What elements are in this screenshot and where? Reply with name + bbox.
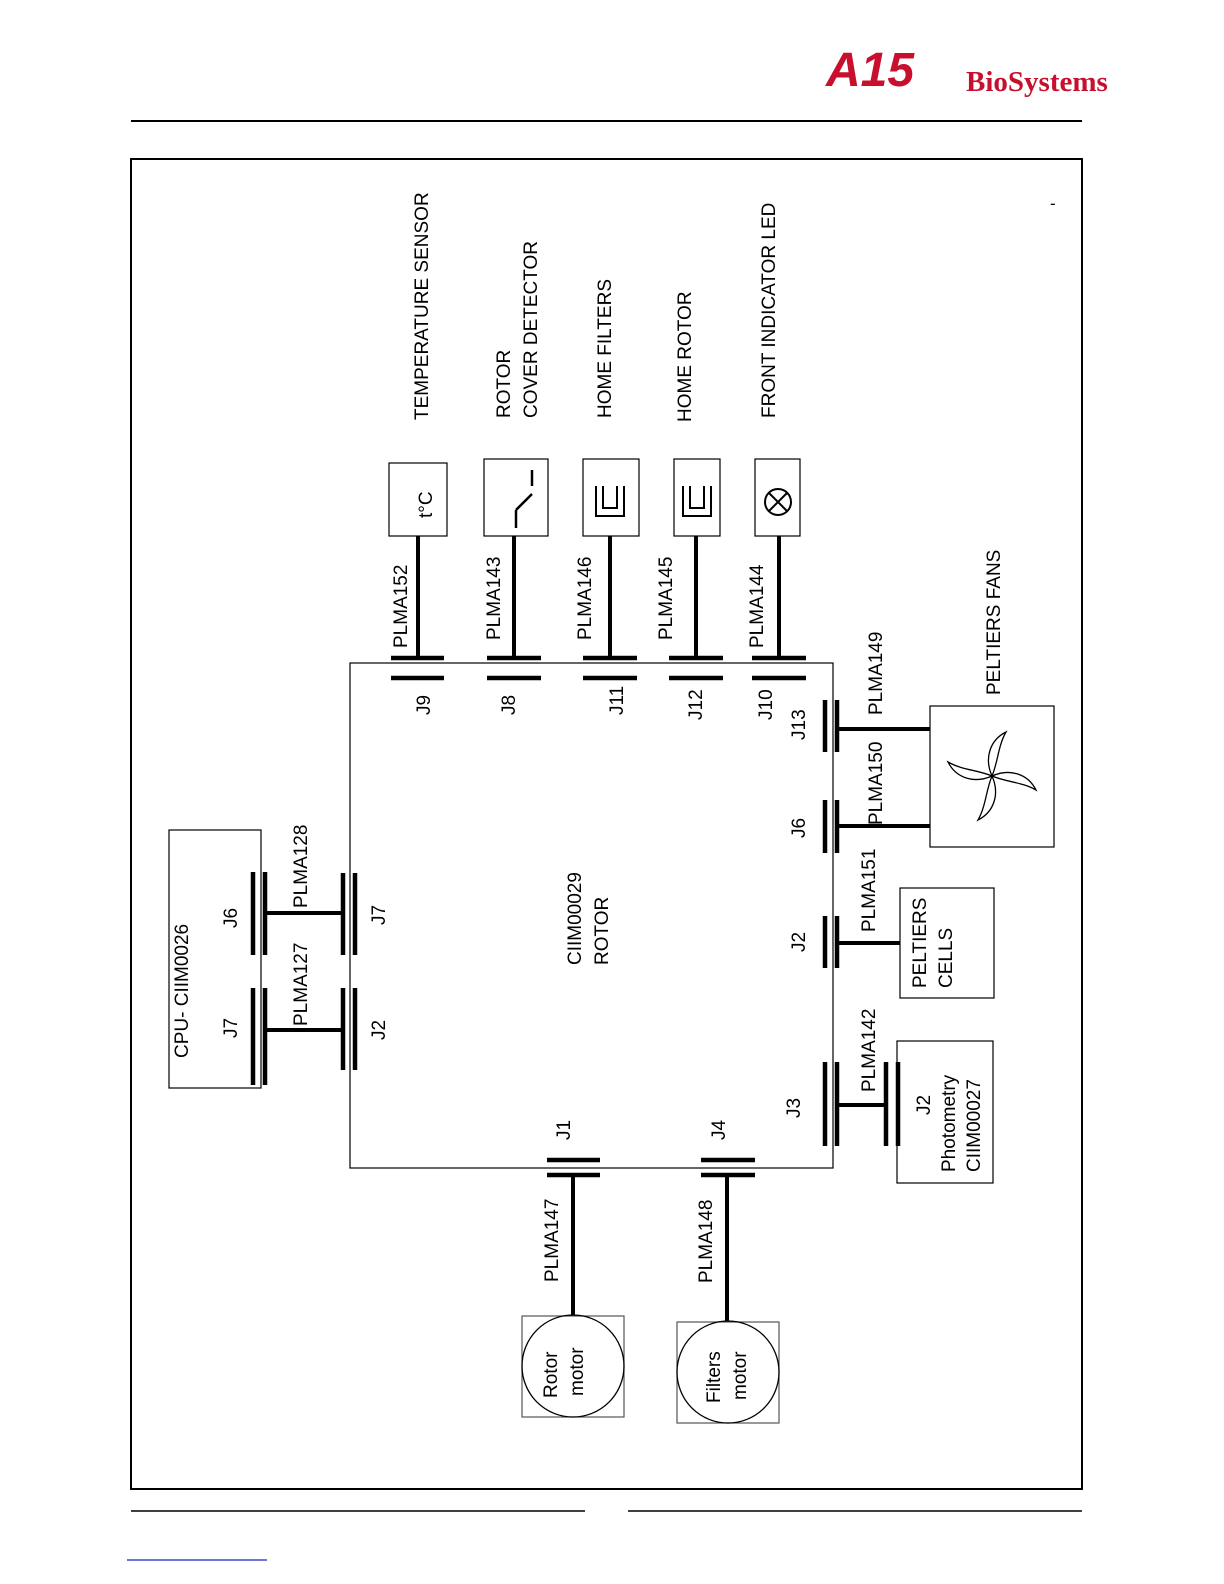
filters-motor-cable-label: PLMA148 [696, 1200, 717, 1283]
peltiers-fans-cable-b-label: PLMA150 [866, 742, 887, 825]
photometry-conn-label: J2 [914, 1095, 935, 1115]
logo: A15 BioSystems [825, 44, 1108, 98]
optical-sensor-icon [595, 486, 625, 517]
cpu-board-label: CPU- CIIM0026 [172, 924, 193, 1058]
led-icon [764, 488, 792, 516]
rotor-conn-j9-label: J9 [414, 695, 435, 715]
home-rotor: PLMA145 HOME ROTOR [656, 291, 721, 658]
right-connectors [822, 700, 840, 1146]
photometry-board: PLMA142 J2 Photometry CIIM00027 [837, 1009, 994, 1184]
rotor-cover-cable-label: PLMA143 [484, 557, 505, 640]
corner-mark: - [1050, 194, 1056, 213]
thermometer-icon: t°C [416, 491, 437, 518]
rotor-conn-j2b-label: J2 [789, 932, 810, 952]
cpu-conn-j6-label: J6 [221, 908, 242, 928]
rotor-cover-label-line2: COVER DETECTOR [521, 241, 542, 418]
cpu-cable-plma128: PLMA128 [250, 825, 358, 955]
rotor-conn-j8-label: J8 [499, 695, 520, 715]
temperature-sensor-label: TEMPERATURE SENSOR [412, 192, 433, 420]
filters-motor-label-line1: Filters [704, 1351, 725, 1403]
home-filters-cable-label: PLMA146 [575, 557, 596, 640]
rotor-conn-j4-label: J4 [709, 1120, 730, 1141]
logo-mark: A15 [825, 44, 915, 97]
filters-motor: PLMA148 Filters motor [676, 1175, 780, 1424]
cpu-cable-plma127: PLMA127 [250, 943, 358, 1085]
rotor-motor-label-line2: motor [567, 1347, 588, 1396]
front-led-cable-label: PLMA144 [747, 564, 768, 648]
peltiers-cells-cable-label: PLMA151 [859, 849, 880, 932]
rotor-cover-detector: PLMA143 ROTOR COVER DETECTOR [483, 241, 549, 658]
top-connectors [391, 655, 806, 681]
cpu-cable-upper-label: PLMA128 [291, 825, 312, 908]
home-rotor-label: HOME ROTOR [675, 291, 696, 422]
cpu-cable-lower-label: PLMA127 [291, 943, 312, 1026]
home-filters: PLMA146 HOME FILTERS [575, 279, 640, 658]
rotor-board [349, 662, 834, 1169]
rotor-conn-j6-label: J6 [789, 818, 810, 838]
rotor-conn-j13-label: J13 [789, 709, 810, 740]
rotor-motor-cable-label: PLMA147 [542, 1199, 563, 1282]
temperature-sensor: t°C PLMA152 TEMPERATURE SENSOR [388, 192, 448, 658]
photometry-cable-label: PLMA142 [859, 1009, 880, 1092]
motor-icon [521, 1314, 625, 1418]
rotor-motor-label-line1: Rotor [541, 1351, 562, 1398]
rotor-conn-j7-label: J7 [369, 905, 390, 925]
rotor-conn-j2-label: J2 [369, 1020, 390, 1040]
peltiers-cells-label-line1: PELTIERS [910, 898, 931, 988]
motor-icon [676, 1320, 780, 1424]
home-filters-label: HOME FILTERS [595, 279, 616, 418]
front-indicator-led: PLMA144 FRONT INDICATOR LED [747, 203, 801, 658]
peltiers-cells-label-line2: CELLS [936, 928, 957, 988]
photometry-label-line1: Photometry [939, 1074, 960, 1172]
rotor-conn-j11-label: J11 [607, 686, 628, 715]
filters-motor-label-line2: motor [730, 1351, 751, 1400]
cpu-board [168, 829, 262, 1089]
home-rotor-cable-label: PLMA145 [656, 557, 677, 640]
rotor-conn-j1-label: J1 [554, 1120, 575, 1140]
rotor-motor: PLMA147 Rotor motor [521, 1175, 625, 1418]
front-led-label: FRONT INDICATOR LED [759, 203, 780, 418]
peltiers-fans: PLMA149 PLMA150 PELTIERS FANS [837, 550, 1055, 848]
peltiers-fans-label: PELTIERS FANS [984, 550, 1005, 695]
fan-icon [946, 730, 1038, 822]
rotor-conn-j3-label: J3 [784, 1098, 805, 1118]
peltiers-cells: PLMA151 PELTIERS CELLS [837, 849, 995, 999]
cpu-conn-j7-label: J7 [221, 1018, 242, 1038]
rotor-cover-label-line1: ROTOR [494, 350, 515, 418]
temperature-sensor-cable-label: PLMA152 [391, 565, 412, 648]
rotor-conn-j10-label: J10 [756, 689, 777, 720]
rotor-board-name: ROTOR [592, 897, 613, 965]
brand-name: BioSystems [966, 66, 1108, 98]
diagram-frame [130, 158, 1083, 1490]
rotor-conn-j12-label: J12 [686, 689, 707, 720]
switch-icon [514, 470, 534, 528]
photometry-label-line2: CIIM00027 [964, 1079, 985, 1172]
rotor-board-code: CIIM00029 [565, 872, 586, 965]
peltiers-fans-cable-a-label: PLMA149 [866, 632, 887, 715]
optical-sensor-icon [682, 486, 712, 517]
